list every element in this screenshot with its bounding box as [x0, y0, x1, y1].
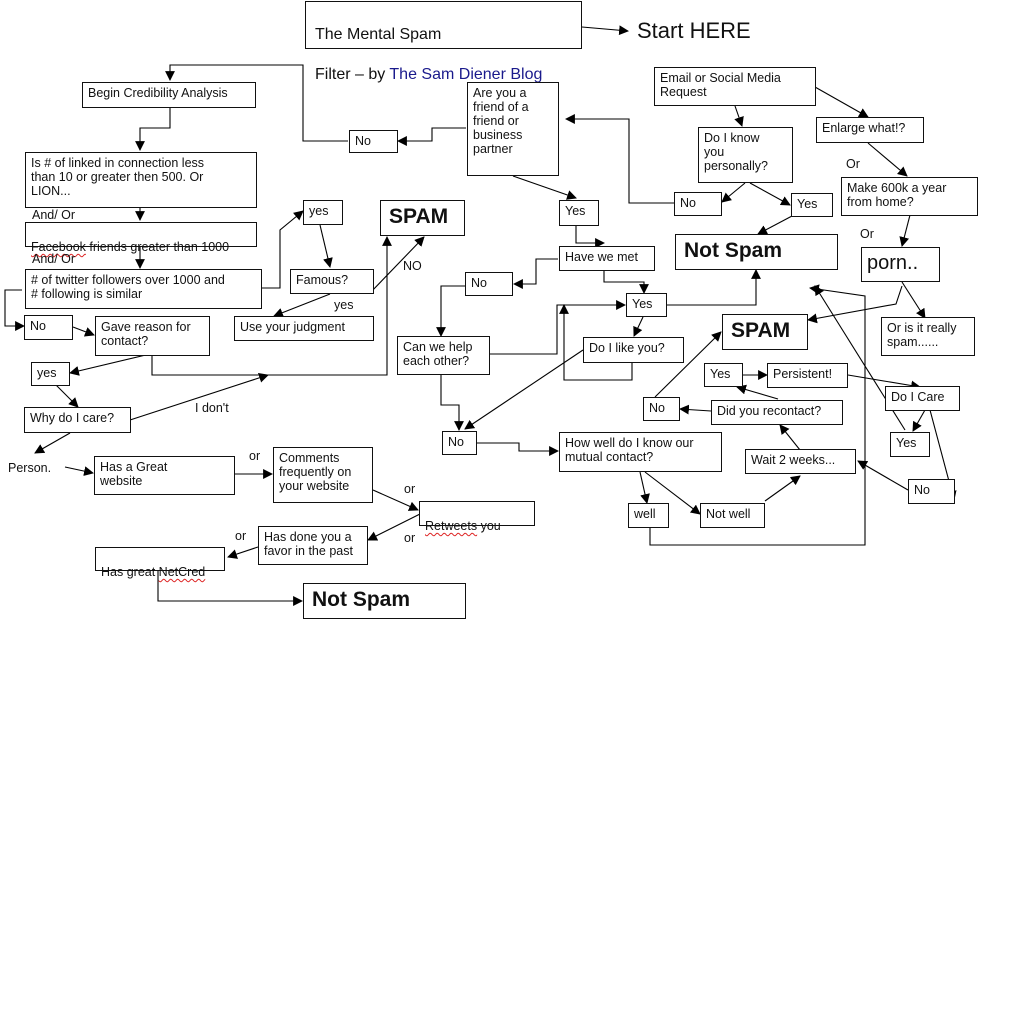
node-twitter: # of twitter followers over 1000 and # f…	[25, 269, 262, 309]
node-persistent: Persistent!	[767, 363, 848, 388]
label-or-2: Or	[860, 227, 874, 241]
title-line-1: The Mental Spam	[315, 26, 442, 43]
label-and-or-2: And/ Or	[32, 252, 76, 266]
node-no-met: No	[465, 272, 513, 296]
label-and-or-1: And/ Or	[32, 208, 76, 222]
node-did-recontact: Did you recontact?	[711, 400, 843, 425]
node-wait-2-weeks: Wait 2 weeks...	[745, 449, 856, 474]
node-do-i-care: Do I Care	[885, 386, 960, 411]
netcred-prefix: Has great	[101, 565, 159, 579]
retweets-rest: you	[477, 519, 501, 533]
node-make-600k: Make 600k a year from home?	[841, 177, 978, 216]
node-yes-met: Yes	[626, 293, 667, 317]
node-no-help: No	[442, 431, 477, 455]
label-no: NO	[403, 259, 422, 273]
node-no-twitter: No	[24, 315, 73, 340]
node-do-i-know: Do I know you personally?	[698, 127, 793, 183]
node-no-friend: No	[349, 130, 398, 153]
node-yes-friend: Yes	[559, 200, 599, 226]
label-i-dont: I don't	[195, 401, 229, 415]
node-yes-recontact: Yes	[704, 363, 743, 387]
node-retweets: Retweets you	[419, 501, 535, 533]
node-netcred: Has great NetCred	[95, 547, 225, 579]
label-or-c: or	[404, 531, 416, 545]
facebook-word: Facebook	[31, 240, 86, 254]
node-no-care: No	[908, 479, 955, 504]
node-not-spam-bottom: Not Spam	[303, 583, 466, 619]
node-begin-credibility: Begin Credibility Analysis	[82, 82, 256, 108]
retweets-word: Retweets	[425, 519, 478, 533]
node-use-judgment: Use your judgment	[234, 316, 374, 341]
node-great-website: Has a Great website	[94, 456, 235, 495]
node-how-well: How well do I know our mutual contact?	[559, 432, 722, 472]
node-no-know: No	[674, 192, 722, 216]
node-not-well: Not well	[700, 503, 765, 528]
node-friend-of-friend: Are you a friend of a friend or business…	[467, 82, 559, 176]
start-label: Start HERE	[637, 18, 751, 43]
node-spam-left: SPAM	[380, 200, 465, 236]
node-do-i-like: Do I like you?	[583, 337, 684, 363]
label-or-1: Or	[846, 157, 860, 171]
netcred-word: NetCred	[158, 565, 206, 579]
node-well: well	[628, 503, 669, 528]
diagram-title: The Mental Spam Filter – by The Sam Dien…	[305, 1, 582, 83]
title-line-2-prefix: Filter – by	[315, 66, 390, 83]
node-yes-famous: yes	[303, 200, 343, 225]
node-gave-reason: Gave reason for contact?	[95, 316, 210, 356]
node-spam-right: SPAM	[722, 314, 808, 350]
node-really-spam: Or is it really spam......	[881, 317, 975, 356]
node-why-care: Why do I care?	[24, 407, 131, 433]
node-famous: Famous?	[290, 269, 374, 294]
node-yes-care: Yes	[890, 432, 930, 457]
node-porn: porn..	[861, 247, 940, 282]
node-help-each-other: Can we help each other?	[397, 336, 490, 375]
node-no-recontact: No	[643, 397, 680, 421]
label-or-b: or	[404, 482, 416, 496]
label-yes: yes	[334, 298, 354, 312]
node-comments: Comments frequently on your website	[273, 447, 373, 503]
node-favor: Has done you a favor in the past	[258, 526, 368, 565]
label-or-d: or	[235, 529, 247, 543]
node-not-spam-main: Not Spam	[675, 234, 838, 270]
node-facebook: Facebook friends greater than 1000	[25, 222, 257, 254]
facebook-rest: friends greater than 1000	[85, 240, 230, 254]
node-email-request: Email or Social Media Request	[654, 67, 816, 106]
node-yes-know: Yes	[791, 193, 833, 217]
blog-link[interactable]: The Sam Diener Blog	[389, 66, 543, 83]
node-linkedin: Is # of linked in connection less than 1…	[25, 152, 257, 208]
node-enlarge: Enlarge what!?	[816, 117, 924, 143]
label-or-a: or	[249, 449, 261, 463]
label-person: Person.	[8, 461, 52, 475]
node-have-we-met: Have we met	[559, 246, 655, 271]
node-yes-reason: yes	[31, 362, 70, 386]
